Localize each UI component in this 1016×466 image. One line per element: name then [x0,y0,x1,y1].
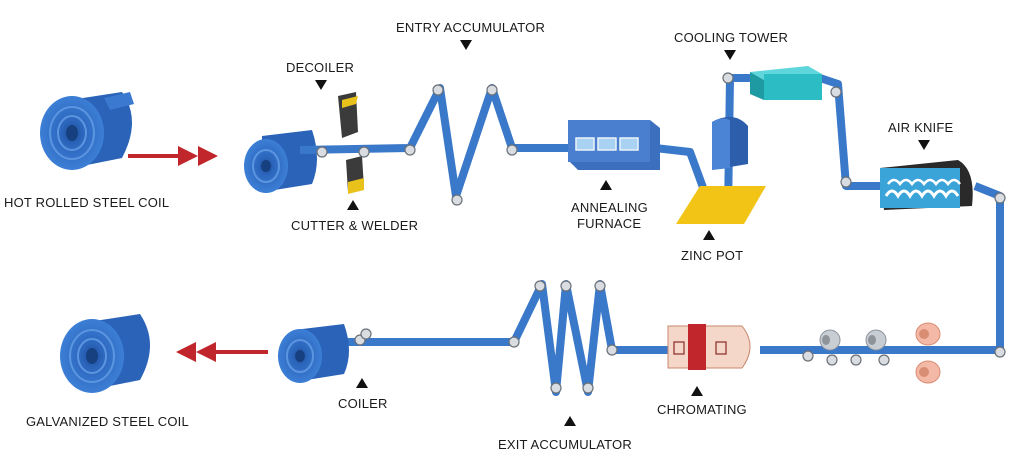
chromating-icon [667,324,751,370]
exit-accumulator-marker-icon [564,416,576,426]
coiler-marker-icon [356,378,368,388]
coiler-coil-icon [278,324,349,383]
rollers-bottom [354,280,1006,394]
annealing-furnace-icon [568,120,660,170]
annealing-furnace-marker-icon [600,180,612,190]
galvanized-coil-icon [60,314,150,393]
strip-bottom-line [330,280,1000,396]
cooling-tower-icon [750,66,822,100]
hot-rolled-coil-label: HOT ROLLED STEEL COIL [4,195,170,210]
cutter-welder-icon [338,92,364,194]
decoiler-label: DECOILER [286,60,355,75]
zinc-pot-icon [676,116,766,224]
zinc-pot-marker-icon [703,230,715,240]
air-knife-icon [880,160,973,210]
input-arrow-icon [128,146,218,166]
hot-rolled-coil-icon [40,92,134,170]
chromating-marker-icon [691,386,703,396]
galvanized-coil-label: GALVANIZED STEEL COIL [26,414,189,429]
pinch-rolls-icon [819,322,941,384]
cooling-tower-label: COOLING TOWER [674,30,789,45]
output-arrow-icon [176,342,268,362]
entry-accumulator-label: ENTRY ACCUMULATOR [396,20,546,35]
coiler-label: COILER [338,396,388,411]
exit-accumulator-label: EXIT ACCUMULATOR [498,437,632,452]
zinc-pot-label: ZINC POT [681,248,744,263]
decoiler-coil-icon [244,130,317,193]
decoiler-marker-icon [315,80,327,90]
cutter-welder-marker-icon [347,200,359,210]
entry-accumulator-marker-icon [460,40,472,50]
cooling-tower-marker-icon [724,50,736,60]
cutter-welder-label: CUTTER & WELDER [291,218,419,233]
air-knife-marker-icon [918,140,930,150]
air-knife-label: AIR KNIFE [888,120,954,135]
annealing-furnace-label-2: FURNACE [577,216,642,231]
strip-top-line [299,74,1004,350]
annealing-furnace-label-1: ANNEALING [571,200,648,215]
rollers-top [316,72,1006,206]
chromating-label: CHROMATING [657,402,747,417]
